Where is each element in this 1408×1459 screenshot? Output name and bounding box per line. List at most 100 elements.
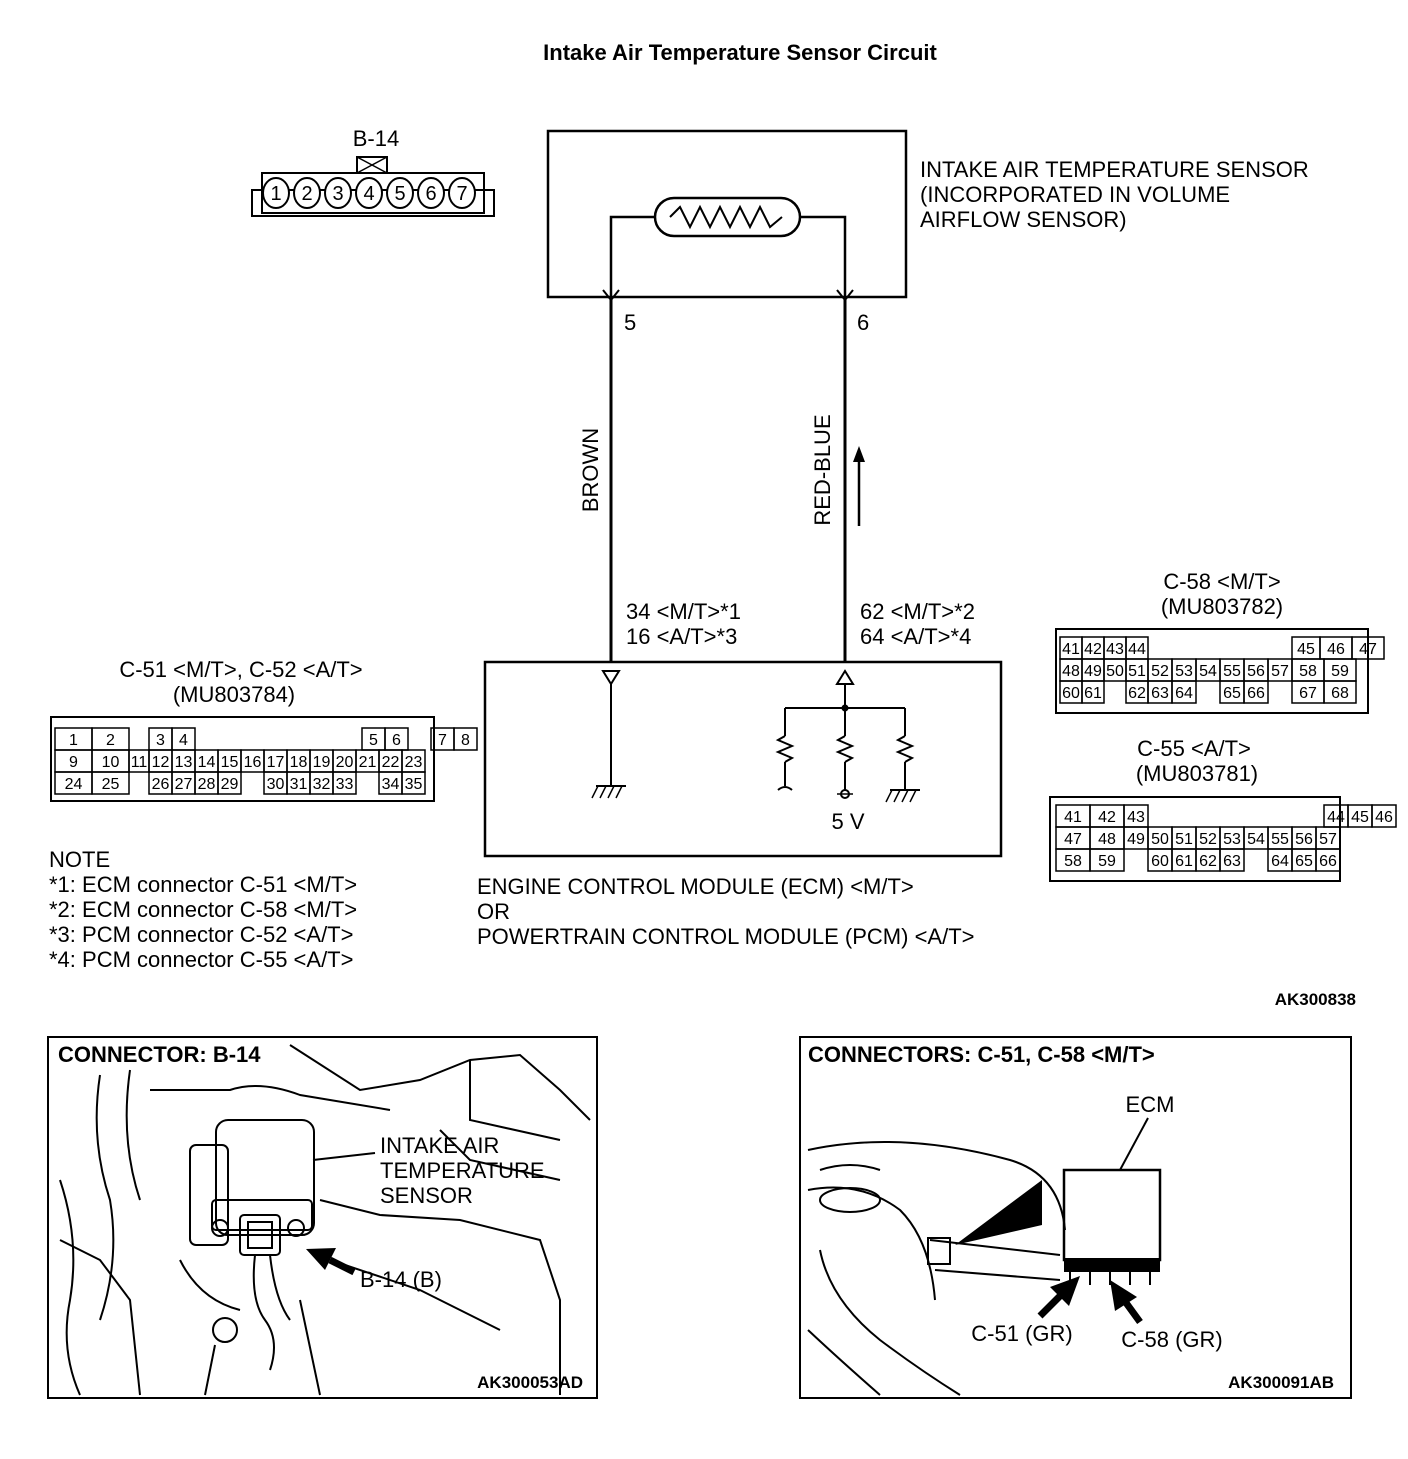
connector-pin-number: 65 (1295, 853, 1313, 870)
b14-pointer-arrow-icon (306, 1248, 356, 1276)
connector-pin-number: 63 (1151, 685, 1169, 702)
note-line-2: *2: ECM connector C-58 <M/T> (49, 897, 357, 922)
connector-pin-number: 53 (1223, 831, 1241, 848)
connector-pin-number: 67 (1299, 685, 1317, 702)
note-heading: NOTE (49, 847, 110, 872)
sensor-label-line-2: (INCORPORATED IN VOLUME (920, 182, 1230, 207)
diagram-title: Intake Air Temperature Sensor Circuit (543, 40, 937, 65)
connector-pin-number: 60 (1062, 685, 1080, 702)
wire-color-red-blue: RED-BLUE (810, 414, 835, 525)
connector-pin-number: 30 (267, 776, 285, 793)
connector-pin-number: 50 (1106, 663, 1124, 680)
connector-pin-number: 46 (1375, 809, 1393, 826)
panel-right-code: AK300091AB (1228, 1373, 1334, 1392)
engine-bay-illustration (59, 1044, 591, 1396)
panel-right-c58-label: C-58 (GR) (1121, 1327, 1222, 1352)
connector-pin-number: 64 (1271, 853, 1289, 870)
connector-pin-number: 13 (175, 754, 193, 771)
c58-title-line-2: (MU803782) (1161, 594, 1283, 619)
c55-title-line-1: C-55 <A/T> (1137, 736, 1251, 761)
connector-pin-number: 49 (1127, 831, 1145, 848)
c55-title-line-2: (MU803781) (1136, 761, 1258, 786)
diagram-code: AK300838 (1275, 990, 1356, 1009)
connector-pin-number: 7 (438, 732, 447, 749)
c58-pointer-arrow-icon (1110, 1280, 1143, 1325)
connector-pin-number: 58 (1064, 853, 1082, 870)
connector-pin-number: 1 (69, 732, 78, 749)
connector-pin-number: 68 (1331, 685, 1349, 702)
b14-label: B-14 (353, 126, 399, 151)
connector-pin-number: 8 (461, 732, 470, 749)
connector-pin-number: 54 (1199, 663, 1217, 680)
connector-pin-number: 5 (369, 732, 378, 749)
connector-pin-cell (1081, 680, 1105, 704)
sensor-terminal-5: 5 (624, 310, 636, 335)
connector-pin-number: 44 (1327, 809, 1345, 826)
dashboard-illustration (807, 1141, 1066, 1396)
ecm-terminal-right-line-2: 64 <A/T>*4 (860, 624, 971, 649)
wire-color-brown: BROWN (578, 428, 603, 512)
connector-pin-number: 58 (1299, 663, 1317, 680)
ecm-unit (1062, 1168, 1162, 1285)
connector-pin-number: 23 (405, 754, 423, 771)
panel-right-c51-label: C-51 (GR) (971, 1321, 1072, 1346)
module-label-line-1: ENGINE CONTROL MODULE (ECM) <M/T> (477, 874, 914, 899)
connector-pin-number: 48 (1098, 831, 1116, 848)
b14-pin-number: 7 (456, 183, 467, 205)
b14-pin (262, 177, 290, 209)
panel-right-title: CONNECTORS: C-51, C-58 <M/T> (808, 1042, 1155, 1067)
connector-pin-number: 29 (221, 776, 239, 793)
connector-pin-number: 22 (382, 754, 400, 771)
connector-pin-number: 11 (131, 754, 148, 771)
sensor-label-line-3: AIRFLOW SENSOR) (920, 207, 1127, 232)
thermistor-zigzag-icon (669, 204, 783, 230)
connector-pin-number: 26 (152, 776, 170, 793)
signal-direction-arrow-icon (853, 446, 865, 526)
resistor-icon (775, 735, 795, 763)
c51-pointer-arrow-icon (1037, 1276, 1080, 1319)
connector-pin-number: 50 (1151, 831, 1169, 848)
note-line-1: *1: ECM connector C-51 <M/T> (49, 872, 357, 897)
connector-pin-cell (453, 727, 478, 751)
ecm-terminal-left-line-2: 16 <A/T>*3 (626, 624, 737, 649)
connector-pin-number: 49 (1084, 663, 1102, 680)
connector-pin-number: 66 (1247, 685, 1265, 702)
sensor-box (546, 129, 908, 302)
connector-pin-cell (332, 771, 357, 795)
connector-pin-number: 3 (156, 732, 165, 749)
connector-pin-number: 27 (175, 776, 193, 793)
panel-right-ecm-label: ECM (1126, 1092, 1175, 1117)
supply-voltage-label: 5 V (831, 809, 864, 834)
connector-pin-number: 28 (198, 776, 216, 793)
panel-left-callout-line-2: TEMPERATURE (380, 1158, 545, 1183)
ground-icon (591, 785, 626, 799)
ecm-terminal-right-line-1: 62 <M/T>*2 (860, 599, 975, 624)
connector-pin-number: 47 (1359, 641, 1377, 658)
thermistor-body (653, 196, 802, 238)
panel-left-callout-line-1: INTAKE AIR (380, 1133, 499, 1158)
connector-pin-number: 54 (1247, 831, 1265, 848)
connector-pin-number: 42 (1084, 641, 1102, 658)
connector-pin-number: 52 (1151, 663, 1169, 680)
note-line-4: *4: PCM connector C-55 <A/T> (49, 947, 353, 972)
connector-pin-number: 25 (102, 776, 120, 793)
b14-pin-number: 6 (425, 183, 436, 205)
connector-pin-number: 66 (1319, 853, 1337, 870)
connector-pin-number: 56 (1295, 831, 1313, 848)
ecm-terminal-left-line-1: 34 <M/T>*1 (626, 599, 741, 624)
connector-pin-number: 64 (1175, 685, 1193, 702)
panel-left-title: CONNECTOR: B-14 (58, 1042, 261, 1067)
connector-pin-number: 61 (1175, 853, 1193, 870)
connector-pin-number: 46 (1327, 641, 1345, 658)
connector-pin-cell (91, 771, 130, 795)
connector-pin-number: 31 (290, 776, 308, 793)
connector-pin-number: 60 (1151, 853, 1169, 870)
connector-pin-number: 52 (1199, 831, 1217, 848)
connector-pin-cell (1243, 680, 1269, 704)
connector-pin-cell (1219, 848, 1245, 872)
panel-left-pointer-label: B-14 (B) (360, 1267, 442, 1292)
connector-pin-number: 42 (1098, 809, 1116, 826)
